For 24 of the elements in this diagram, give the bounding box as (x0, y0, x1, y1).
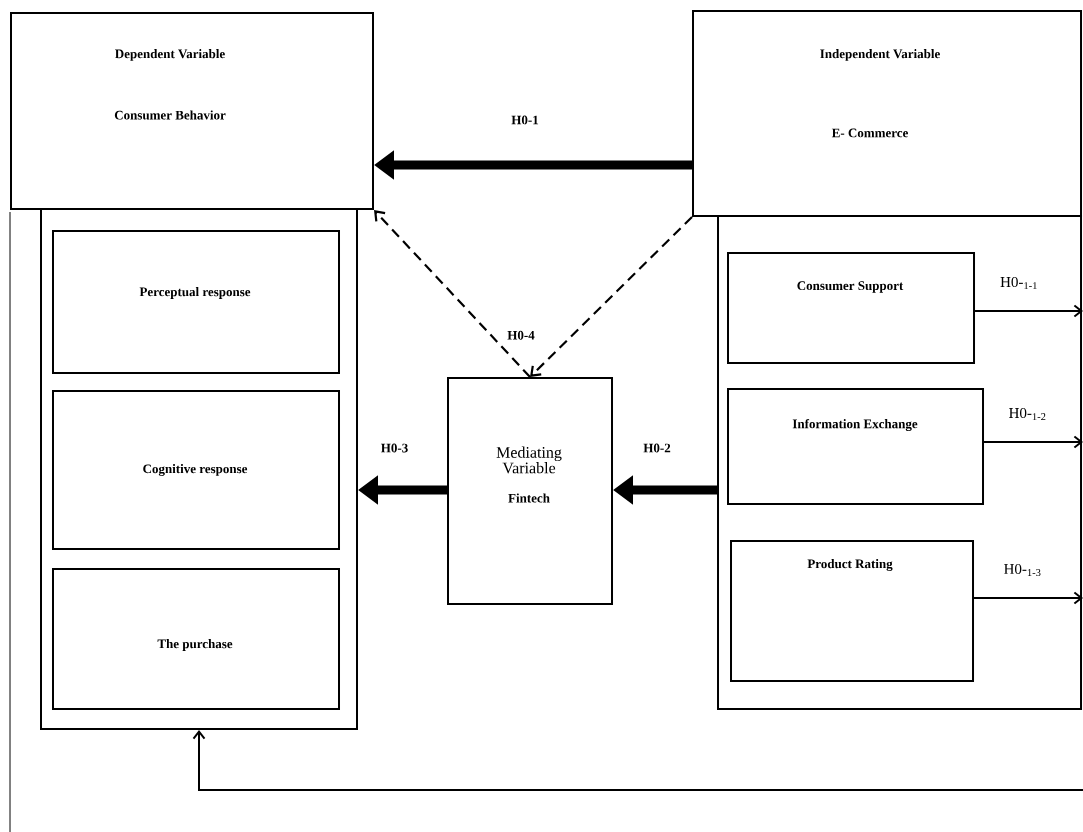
variable-box: Information Exchange (727, 388, 984, 505)
edge-label: H0-1 (511, 115, 539, 125)
variable-box: The purchase (52, 568, 340, 710)
variable-box: Independent Variable E- Commerce (692, 10, 1082, 217)
panel-box (40, 208, 358, 730)
edge-label: H0-$_{1-1}$ (1000, 276, 1037, 290)
arrow (973, 591, 1083, 605)
arrow (983, 435, 1083, 449)
panel-box (717, 215, 1082, 710)
variable-box: Cognitive response (52, 390, 340, 550)
edge-label: H0-2 (643, 443, 671, 453)
variable-box: Product Rating (730, 540, 974, 682)
variable-box: Mediating Variable Fintech (447, 377, 613, 605)
arrow (974, 304, 1083, 318)
edge-label: H0-3 (381, 443, 408, 453)
arrow (374, 210, 531, 378)
arrow (192, 730, 1083, 791)
variable-box: Consumer Support (727, 252, 975, 364)
variable-box: Perceptual response (52, 230, 340, 374)
variable-box: Dependent Variable Consumer Behavior (10, 12, 374, 210)
edge-label: H0-$_{1-3}$ (1004, 563, 1041, 577)
arrow (530, 216, 693, 377)
edge-label: H0-4 (507, 330, 535, 340)
edge-label: H0-$_{1-2}$ (1009, 407, 1046, 421)
